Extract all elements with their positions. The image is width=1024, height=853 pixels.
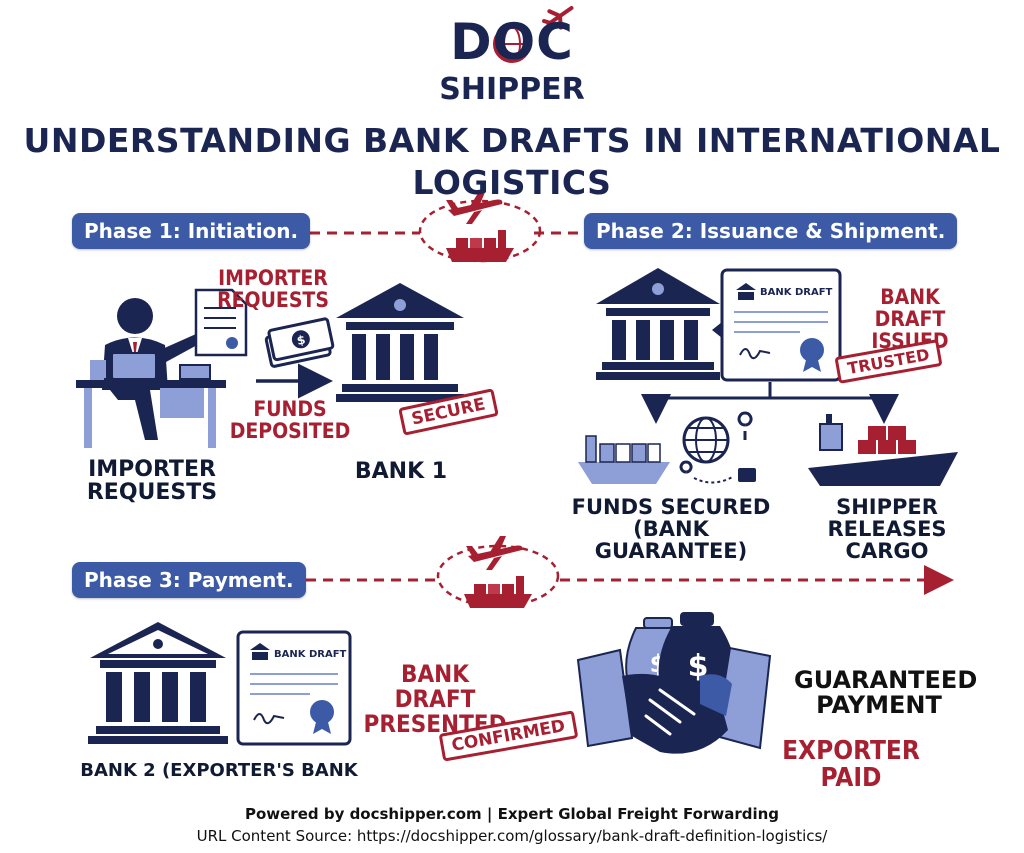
importer-label-line2: REQUESTS [86,480,218,506]
funds-secured-line1: FUNDS SECURED [571,495,771,519]
bank-draft-document-icon [712,268,842,382]
logo-globe-icon [493,25,531,63]
importer-requests-top-label: IMPORTER REQUESTS [217,266,329,313]
logo-doc: DOC [450,13,574,71]
exporter-paid-label: EXPORTER PAID [782,736,920,794]
footer-source: URL Content Source: https://docshipper.c… [196,827,828,845]
laptop-icon [104,352,164,382]
footer-powered: Powered by docshipper.com | Expert Globa… [244,805,780,823]
desk-icon [76,360,226,448]
shipper-releases-label: SHIPPER RELEASES CARGO [792,496,982,562]
guaranteed-line1: GUARANTEED [794,666,978,694]
globe-icon [679,411,756,484]
importer-label-line1: IMPORTER [88,457,216,482]
cash-icon: $ [264,317,335,368]
cargo-ship-icon [446,230,514,262]
bank-draft-doc-title-2: BANK DRAFT [274,649,347,660]
guaranteed-payment-label: GUARANTEED PAYMENT [794,666,978,720]
funds-secured-line2: (BANK GUARANTEE) [594,517,748,564]
funds-deposited-label: FUNDS DEPOSITED [228,398,352,442]
bank-draft-presented-label: BANK DRAFT PRESENTED [360,660,510,738]
phase1-pill: Phase 1: Initiation. [72,213,311,249]
logo-airplane-icon [542,5,574,32]
bank-draft-issued-label: BANK DRAFT ISSUED [846,286,974,352]
bank-icon [88,622,228,744]
funds-deposited-line1: FUNDS [253,397,327,421]
airplane-icon [446,190,503,224]
funds-deposited-line2: DEPOSITED [229,419,351,444]
importer-label: IMPORTER REQUESTS [72,458,232,504]
document-icon [194,288,248,357]
shipper-releases-line2: RELEASES CARGO [827,517,947,564]
bank2-label: BANK 2 (EXPORTER'S BANK [80,760,358,781]
bank1-label: BANK 1 [354,459,448,484]
shipper-releases-line1: SHIPPER [836,495,938,519]
cargo-ship-icon [578,435,670,484]
funds-secured-label: FUNDS SECURED (BANK GUARANTEE) [566,496,776,562]
phase3-pill: Phase 3: Payment. [72,562,306,598]
page-title: UNDERSTANDING BANK DRAFTS IN INTERNATION… [23,121,1001,202]
bank-draft-doc-title: BANK DRAFT [760,287,833,298]
svg-text:$: $ [296,333,307,348]
bank-draft-document-icon [236,630,352,746]
cargo-ship-icon [808,414,958,486]
bank-icon [596,268,720,380]
bank-icon [336,283,464,402]
logo-shipper: SHIPPER [439,72,585,107]
guaranteed-line2: PAYMENT [816,691,942,720]
handshake-icon [576,646,772,754]
issued-line1: BANK DRAFT [874,285,946,332]
airplane-icon [466,536,523,570]
presented-line1: BANK DRAFT [394,660,476,714]
cargo-ship-icon [464,576,532,608]
phase2-pill: Phase 2: Issuance & Shipment. [584,213,958,249]
